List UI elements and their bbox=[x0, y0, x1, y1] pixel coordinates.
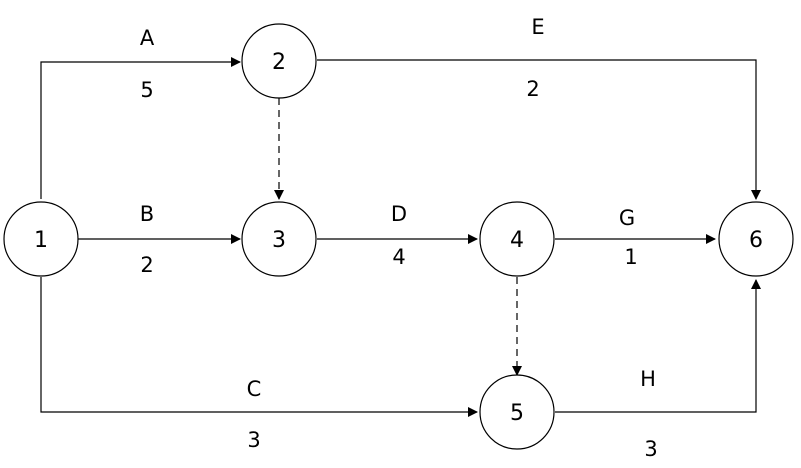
node-5-circle bbox=[479, 374, 555, 450]
activity-duration-D: 4 bbox=[392, 245, 405, 269]
activity-names-layer: A B C D E G H bbox=[140, 15, 656, 401]
node-4-label: 4 bbox=[510, 228, 524, 253]
node-5-label: 5 bbox=[510, 401, 524, 426]
edge-C bbox=[40, 277, 478, 417]
node-1-label: 1 bbox=[34, 228, 48, 253]
activity-duration-B: 2 bbox=[140, 253, 153, 277]
edge-E bbox=[317, 59, 761, 200]
node-3-circle bbox=[241, 201, 317, 277]
edges-layer bbox=[40, 57, 761, 417]
activity-name-D: D bbox=[391, 202, 407, 226]
activity-name-B: B bbox=[140, 202, 154, 226]
node-2: 2 bbox=[241, 23, 317, 99]
node-2-label: 2 bbox=[272, 50, 286, 75]
node-1: 1 bbox=[3, 201, 79, 277]
activity-name-H: H bbox=[640, 367, 656, 391]
activity-duration-H: 3 bbox=[644, 437, 657, 461]
node-1-circle bbox=[3, 201, 79, 277]
activity-duration-G: 1 bbox=[624, 245, 637, 269]
edge-H bbox=[555, 279, 761, 413]
activity-name-E: E bbox=[531, 15, 544, 39]
node-4: 4 bbox=[479, 201, 555, 277]
nodes-layer: 1 2 3 4 5 6 bbox=[3, 23, 794, 450]
node-6-label: 6 bbox=[749, 228, 763, 253]
node-2-circle bbox=[241, 23, 317, 99]
node-3: 3 bbox=[241, 201, 317, 277]
activity-durations-layer: 5 2 3 4 2 1 3 bbox=[140, 77, 657, 461]
activity-duration-A: 5 bbox=[140, 78, 153, 102]
edge-A bbox=[40, 57, 241, 199]
activity-name-C: C bbox=[247, 377, 262, 401]
node-4-circle bbox=[479, 201, 555, 277]
node-3-label: 3 bbox=[272, 228, 286, 253]
node-5: 5 bbox=[479, 374, 555, 450]
activity-duration-C: 3 bbox=[247, 428, 260, 452]
activity-duration-E: 2 bbox=[526, 77, 539, 101]
node-6-circle bbox=[718, 201, 794, 277]
node-6: 6 bbox=[718, 201, 794, 277]
activity-name-A: A bbox=[140, 26, 155, 50]
activity-name-G: G bbox=[619, 206, 635, 230]
